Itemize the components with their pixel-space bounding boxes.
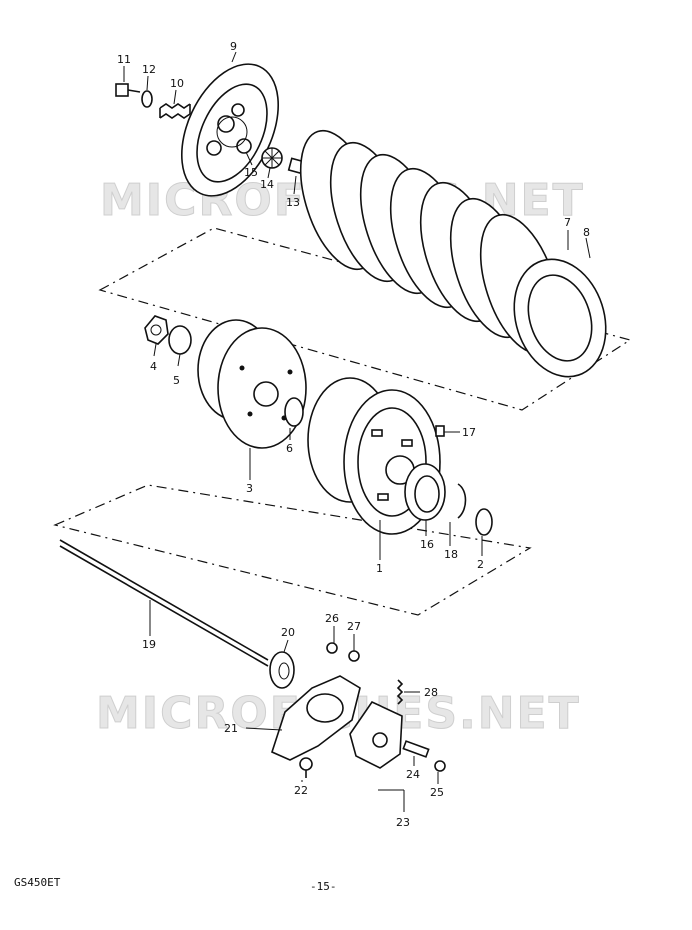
label-4: 4: [150, 360, 157, 373]
label-9: 9: [230, 40, 237, 53]
damper-rubber: [435, 425, 445, 437]
label-3: 3: [246, 482, 253, 495]
label-1: 1: [376, 562, 383, 575]
label-19: 19: [142, 638, 156, 651]
label-17: 17: [462, 426, 476, 439]
label-16: 16: [420, 538, 434, 551]
clutch-sleeve-hub: [197, 319, 307, 449]
clutch-spring: [159, 103, 191, 119]
lock-washer: [168, 325, 192, 355]
label-21: 21: [224, 722, 238, 735]
hub-nut: [144, 315, 169, 345]
spring-bolt: [115, 83, 141, 97]
spacer-washer: [475, 508, 493, 536]
push-rod-oil-seal: [269, 651, 295, 689]
clutch-plate-stack: [299, 129, 607, 378]
primary-driven-gear: [404, 463, 446, 521]
label-20: 20: [281, 626, 295, 639]
pressure-plate: [180, 63, 280, 197]
circlip: [457, 483, 467, 519]
label-15: 15: [244, 166, 258, 179]
label-27: 27: [347, 620, 361, 633]
label-13: 13: [286, 196, 300, 209]
label-11: 11: [117, 53, 131, 66]
group-outline-shaft: [53, 484, 532, 616]
release-screw: [326, 642, 338, 654]
label-5: 5: [173, 374, 180, 387]
release-pin: [402, 740, 430, 758]
release-bolt: [434, 760, 446, 772]
model-code: GS450ET: [14, 876, 61, 889]
label-8: 8: [583, 226, 590, 239]
release-washer: [348, 650, 360, 662]
clutch-release-assembly: [349, 700, 403, 769]
push-rod: [59, 539, 269, 667]
leader-lines: [123, 51, 591, 812]
release-bearing: [261, 147, 283, 169]
label-28: 28: [424, 686, 438, 699]
label-14: 14: [260, 178, 274, 191]
label-22: 22: [294, 784, 308, 797]
label-10: 10: [170, 77, 184, 90]
label-7: 7: [564, 216, 571, 229]
label-23: 23: [396, 816, 410, 829]
label-25: 25: [430, 786, 444, 799]
part-labels: 11 12 10 9 15 14 13 7 8 4 5 3 6 1 17 16 …: [117, 40, 590, 829]
label-2: 2: [477, 558, 484, 571]
label-6: 6: [286, 442, 293, 455]
cover-screw: [299, 757, 313, 778]
label-12: 12: [142, 63, 156, 76]
page-number: -15-: [310, 880, 337, 893]
spring-washer: [141, 90, 153, 108]
thrust-washer: [284, 397, 304, 427]
label-24: 24: [406, 768, 420, 781]
label-26: 26: [325, 612, 339, 625]
release-spring: [396, 679, 404, 705]
release-cover-gasket: [271, 675, 361, 761]
label-18: 18: [444, 548, 458, 561]
